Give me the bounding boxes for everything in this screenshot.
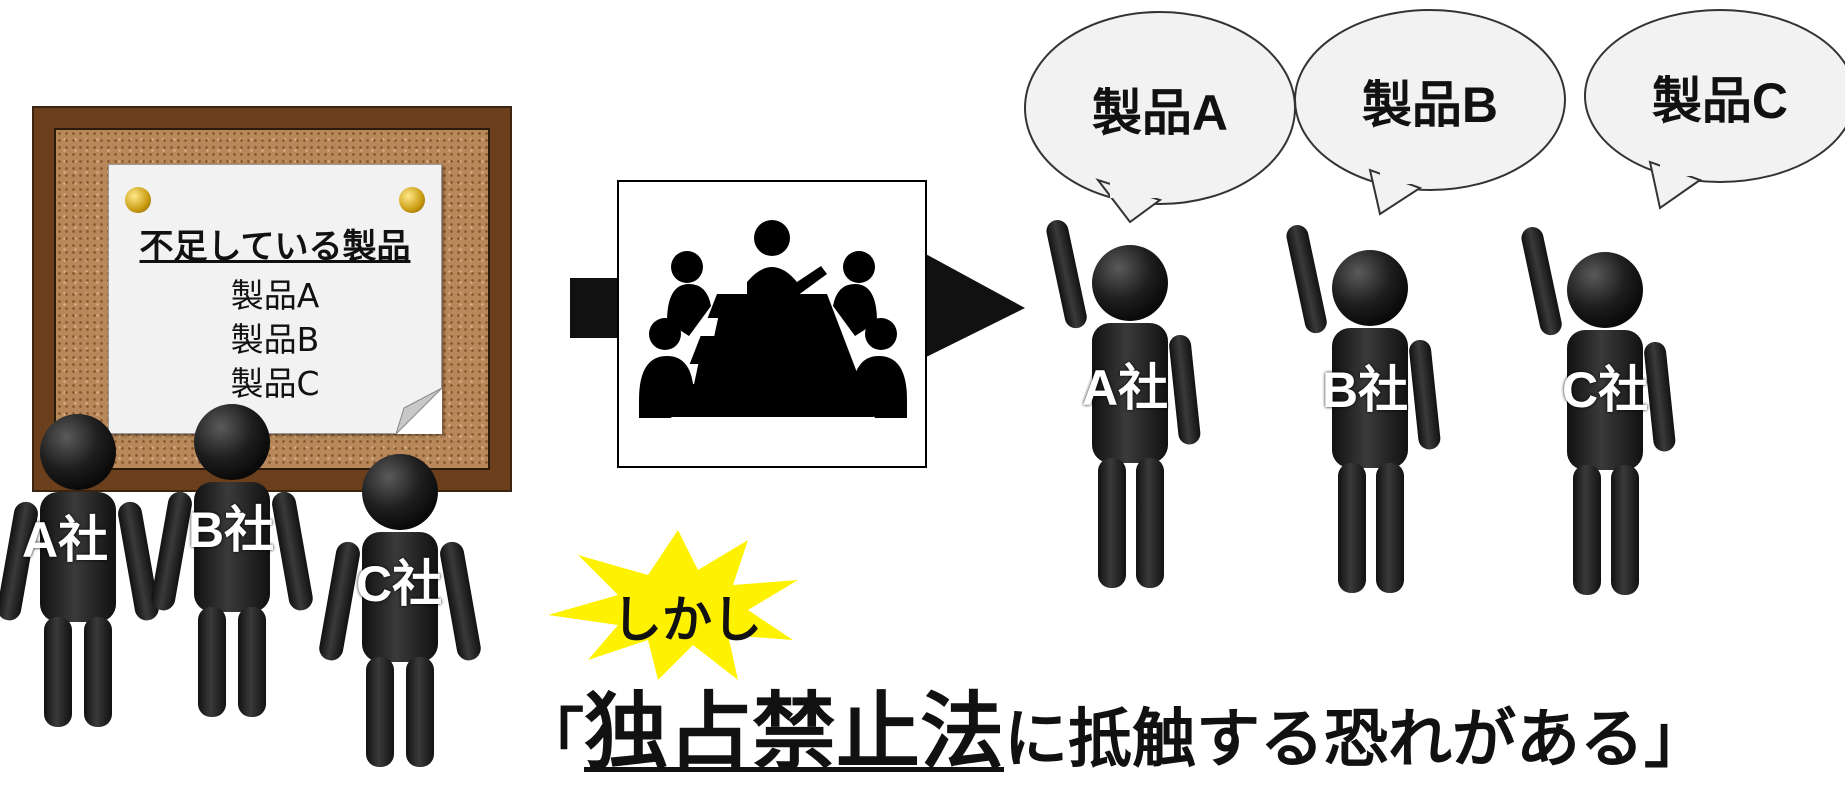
conclusion-rest: に抵触する恐れがある — [1004, 703, 1645, 777]
bubble-a-label: 製品A — [1092, 85, 1228, 141]
meeting-box — [617, 180, 927, 468]
page-curl-icon — [396, 388, 442, 434]
right-label-c: C社 — [1562, 362, 1649, 418]
speech-bubble-c: 製品C — [1584, 9, 1845, 210]
notice-paper: 不足している製品 製品A 製品B 製品C — [108, 164, 442, 434]
burst-text: しかし — [612, 591, 762, 649]
bubble-b-label: 製品B — [1362, 77, 1498, 133]
right-label-b: B社 — [1322, 362, 1409, 418]
left-label-b: B社 — [188, 502, 275, 558]
notice-item: 製品B — [230, 320, 320, 359]
antitrust-law-term: 独占禁止法 — [584, 683, 1005, 781]
meeting-table-icon — [639, 220, 907, 418]
speech-bubble-b: 製品B — [1294, 9, 1566, 216]
left-label-a: A社 — [22, 512, 109, 568]
starburst-shape — [548, 530, 798, 680]
open-bracket: 「 — [520, 703, 584, 777]
right-label-a: A社 — [1082, 360, 1169, 416]
pin-icon — [399, 187, 425, 213]
left-label-c: C社 — [356, 556, 443, 612]
notice-item: 製品A — [230, 276, 320, 315]
speech-bubble-a: 製品A — [1024, 11, 1296, 224]
notice-item: 製品C — [230, 364, 320, 403]
speech-bubbles: 製品A 製品B 製品C — [1024, 9, 1845, 224]
notice-title: 不足している製品 — [139, 227, 411, 267]
close-bracket: 」 — [1644, 703, 1709, 777]
conclusion-text: 「独占禁止法に抵触する恐れがある」 — [520, 665, 1708, 786]
pin-icon — [125, 187, 151, 213]
bubble-c-label: 製品C — [1652, 73, 1788, 129]
